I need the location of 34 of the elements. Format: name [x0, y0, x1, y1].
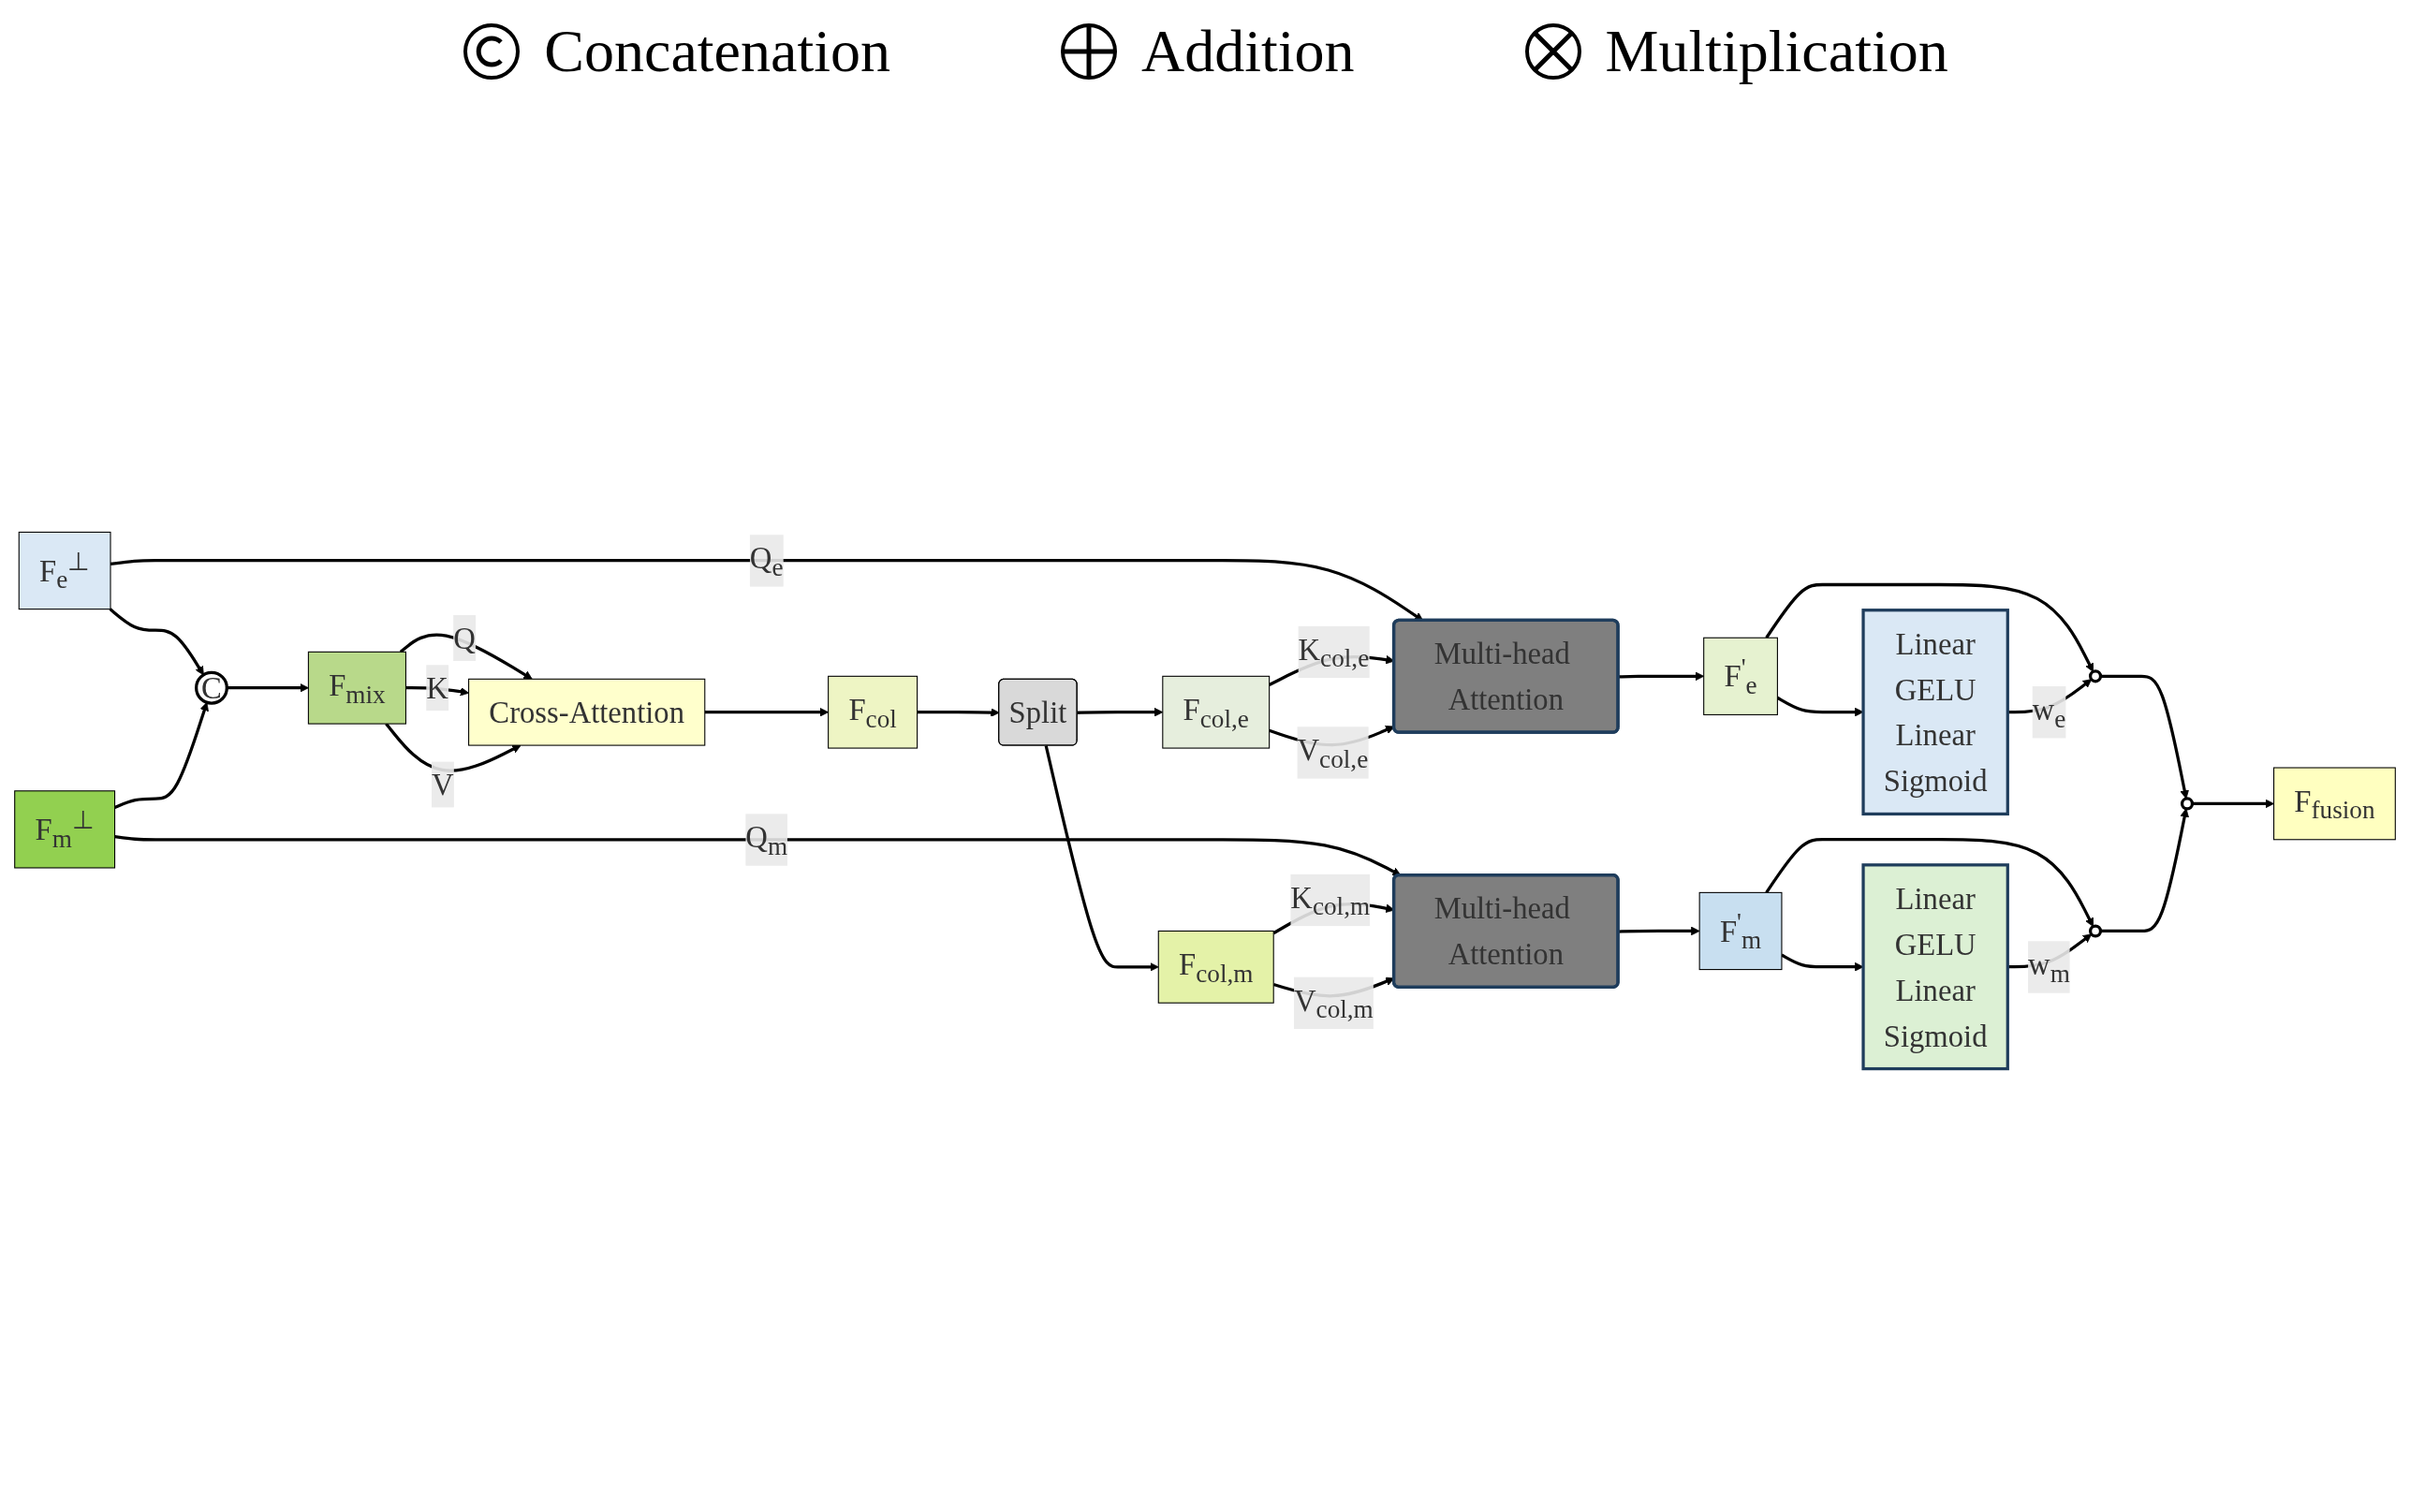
node-box: F$_{fusion}$	[2273, 767, 2396, 841]
legend-label: Concatenation	[544, 17, 890, 86]
edge-label: w$_{m}$	[2028, 947, 2070, 988]
node-circle	[2088, 924, 2103, 938]
arrow	[109, 608, 204, 676]
edge-label: V	[431, 768, 454, 801]
edge-label: V$_{col,e}$	[1297, 732, 1369, 773]
node-box: F$_{col,e}$	[1162, 675, 1271, 749]
node-box: F$_{mix}$	[307, 651, 406, 725]
node-box: F$_{col,m}$	[1157, 930, 1274, 1004]
edge-label: w$_{e}$	[2032, 692, 2066, 733]
arrow	[114, 835, 1402, 876]
edge-label: K$_{col,e}$	[1298, 632, 1370, 672]
legend-label: Multiplication	[1605, 17, 1948, 86]
node-circle	[2180, 797, 2195, 811]
node-circle	[2088, 669, 2103, 683]
arrow	[2100, 674, 2189, 800]
arrow	[2192, 799, 2274, 809]
arrow	[1044, 745, 1159, 972]
legend-label: Addition	[1140, 17, 1355, 86]
edge-label: K	[426, 670, 448, 705]
edge-label: Q$_{m}$	[745, 819, 788, 860]
arrow	[2100, 808, 2189, 933]
edge-label: Q	[453, 621, 476, 655]
node-box: F$_{col}$	[828, 675, 918, 749]
node-box: Linear GELU Linear Sigmoid	[1861, 609, 2009, 816]
edge-label: Q$_{e}$	[749, 540, 784, 581]
node-box: Linear GELU Linear Sigmoid	[1861, 863, 2009, 1071]
arrow	[1765, 838, 2094, 928]
node-circle: C	[195, 670, 228, 705]
arrow	[1765, 582, 2094, 672]
node-box: Cross-Attention	[468, 678, 706, 746]
edge-label: V$_{col,m}$	[1293, 983, 1374, 1023]
edge-label: K$_{col,m}$	[1290, 880, 1371, 920]
